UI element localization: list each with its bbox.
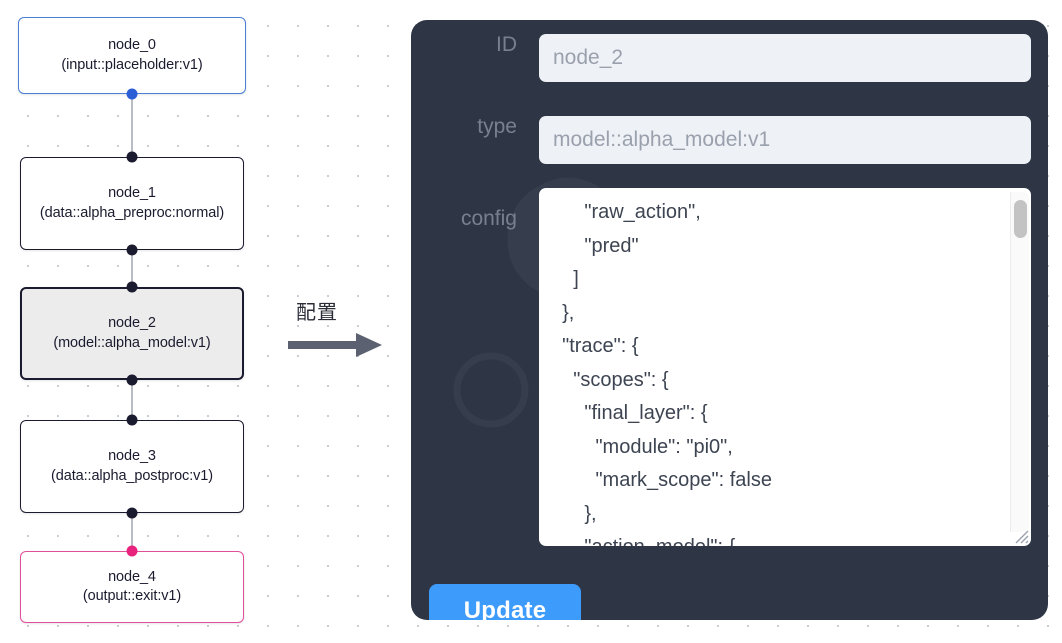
edge-node2-node3 — [131, 380, 133, 420]
graph-node-node_3[interactable]: node_3 (data::alpha_postproc:v1) — [20, 420, 244, 513]
type-field-label: type — [477, 115, 517, 138]
config-textarea-wrapper: "raw_action", "pred" ] }, "trace": { "sc… — [539, 188, 1031, 546]
config-scrollbar-thumb[interactable] — [1014, 200, 1027, 238]
node-handle-source-node_1[interactable] — [126, 244, 138, 256]
id-field-label: ID — [496, 33, 517, 56]
graph-node-label: node_4 (output::exit:v1) — [82, 568, 182, 604]
graph-node-label: node_2 (model::alpha_model:v1) — [53, 315, 211, 351]
field-row-id: ID — [429, 34, 1031, 82]
node-handle-source-node_2[interactable] — [126, 374, 138, 386]
graph-node-node_2[interactable]: node_2 (model::alpha_model:v1) — [20, 287, 244, 380]
graph-node-node_1[interactable]: node_1 (data::alpha_preproc:normal) — [20, 157, 244, 250]
edge-node0-node1 — [131, 94, 133, 157]
graph-node-label: node_1 (data::alpha_preproc:normal) — [39, 185, 225, 221]
edge-node1-node2 — [131, 250, 133, 287]
node-handle-target-node_1[interactable] — [126, 151, 138, 163]
resize-handle-icon[interactable] — [1009, 524, 1029, 544]
node-handle-source-node_3[interactable] — [126, 507, 138, 519]
node-handle-target-node_2[interactable] — [126, 281, 138, 293]
flow-annotation: 配置 — [288, 296, 398, 362]
field-row-type: type — [429, 116, 1031, 164]
graph-node-label: node_0 (input::placeholder:v1) — [61, 37, 203, 73]
node-inspector-panel: ⬤ ID type config "raw_action", "pred" ] … — [411, 20, 1048, 620]
graph-node-node_4[interactable]: node_4 (output::exit:v1) — [20, 551, 244, 623]
config-textarea[interactable]: "raw_action", "pred" ] }, "trace": { "sc… — [539, 188, 1031, 546]
node-handle-target-node_4[interactable] — [126, 545, 138, 557]
edge-node3-node4 — [131, 513, 133, 551]
arrow-right-icon — [288, 333, 382, 357]
config-field-label: config — [460, 207, 517, 230]
update-button[interactable]: Update — [429, 584, 581, 620]
graph-node-label: node_3 (data::alpha_postproc:v1) — [51, 448, 213, 484]
id-input[interactable] — [539, 34, 1031, 82]
config-scrollbar-track[interactable] — [1010, 192, 1029, 532]
node-handle-source-node_0[interactable] — [126, 88, 138, 100]
node-handle-target-node_3[interactable] — [126, 414, 138, 426]
field-row-config: config "raw_action", "pred" ] }, "trace"… — [429, 188, 1031, 546]
graph-node-node_0[interactable]: node_0 (input::placeholder:v1) — [18, 17, 246, 94]
flow-annotation-label: 配置 — [296, 300, 338, 324]
type-input[interactable] — [539, 116, 1031, 164]
